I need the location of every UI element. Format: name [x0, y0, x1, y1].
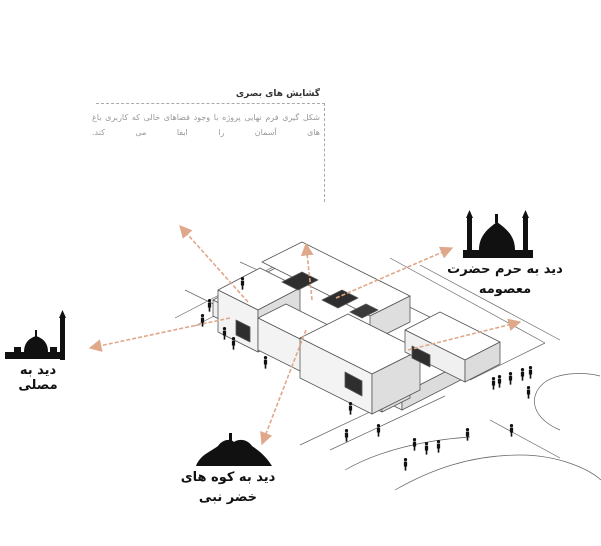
- view-arrows: [88, 225, 522, 446]
- person-silhouette-icon: [376, 424, 381, 437]
- person-silhouette-icon: [403, 458, 408, 471]
- person-silhouette-icon: [424, 442, 429, 455]
- panel-body: شکل گیری فرم نهایی پروژه با وجود فضاهای …: [92, 113, 320, 137]
- mountain-silhouette-icon: [196, 433, 272, 466]
- person-silhouette-icon: [520, 368, 525, 381]
- person-silhouette-icon: [412, 438, 417, 451]
- person-silhouette-icon: [200, 314, 205, 327]
- person-silhouette-icon: [508, 372, 513, 385]
- person-silhouette-icon: [509, 424, 514, 437]
- view-mountain-label: دید به کوه های خضر نبی: [168, 468, 288, 508]
- person-silhouette-icon: [344, 429, 349, 442]
- person-silhouette-icon: [348, 402, 353, 415]
- person-silhouette-icon: [222, 327, 227, 340]
- view-shrine-line2: معصومه: [478, 282, 532, 297]
- building-mass: [212, 241, 501, 415]
- person-silhouette-icon: [528, 366, 533, 379]
- person-silhouette-icon: [263, 356, 268, 369]
- arrow-east: [407, 318, 522, 351]
- panel-frame: [96, 103, 325, 202]
- view-mountain-line2: خضر نبی: [198, 490, 258, 505]
- view-shrine-line1: دید به حرم حضرت: [447, 262, 563, 277]
- view-mountain-line1: دید به کوه های: [180, 470, 276, 485]
- person-silhouette-icon: [526, 386, 531, 399]
- person-silhouette-icon: [491, 377, 496, 390]
- panel-title: گشایش های بصری: [235, 89, 320, 99]
- arrow-mountain: [260, 329, 307, 446]
- person-silhouette-icon: [231, 337, 236, 350]
- person-silhouette-icon: [465, 428, 470, 441]
- shrine-silhouette-icon: [463, 210, 533, 258]
- view-mosalla-label: دید به مصلی: [18, 363, 58, 393]
- person-silhouette-icon: [436, 440, 441, 453]
- arrow-mosalla: [88, 317, 231, 352]
- view-shrine-label: دید به حرم حضرت معصومه: [430, 260, 580, 300]
- mosque-silhouette-icon: [5, 310, 66, 360]
- person-silhouette-icon: [207, 299, 212, 312]
- arrow-up: [300, 242, 314, 301]
- person-silhouette-icon: [497, 375, 502, 388]
- arrow-north-west: [179, 225, 249, 303]
- arrow-shrine: [335, 246, 454, 299]
